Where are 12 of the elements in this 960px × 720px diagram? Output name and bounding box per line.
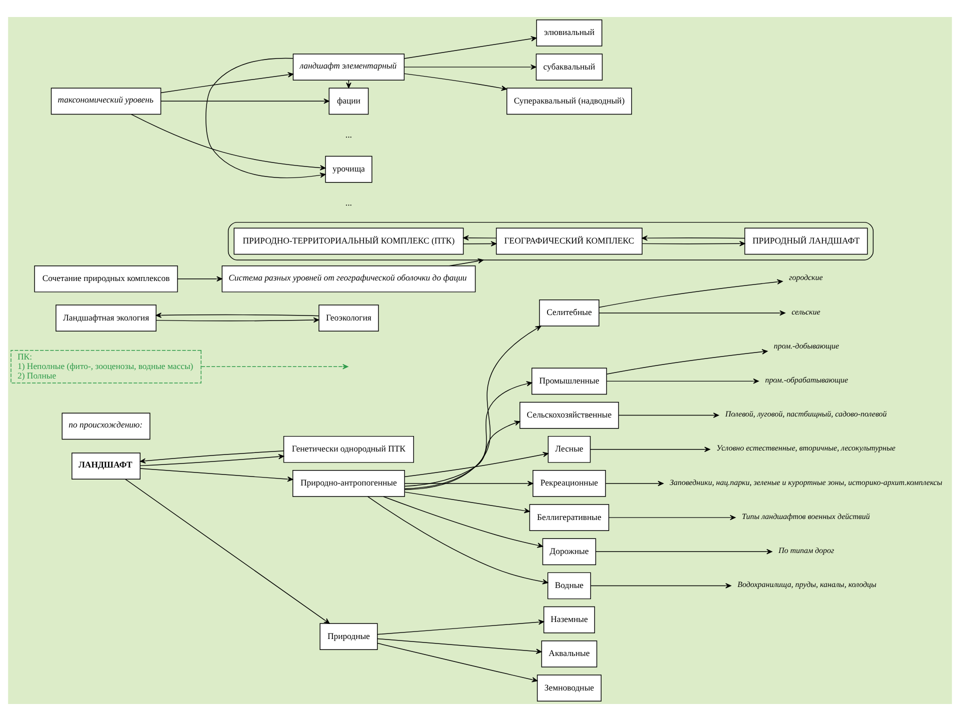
node-text: Типы ландшафтов военных действий — [742, 511, 870, 520]
node-text: Полевой, луговой, пастбищный, садово-полевой — [725, 409, 887, 418]
node-text: пром.-обрабатывающие — [765, 374, 848, 384]
node-text: городские — [789, 272, 823, 282]
node-text: По типам дорог — [778, 545, 834, 554]
node-text: пром.-добывающие — [774, 340, 840, 350]
node-text: Водохранилища, пруды, каналы, колодцы — [738, 580, 876, 589]
node-text: Условно естественные, вторичные, лесокультурные — [716, 443, 896, 452]
node-text: сельские — [792, 306, 820, 316]
label: ... — [345, 128, 352, 139]
label: ... — [345, 197, 352, 208]
node-text: Заповедники, нац.парки, зеленые и курортные зоны, историко-архит.комплексы — [670, 477, 942, 486]
